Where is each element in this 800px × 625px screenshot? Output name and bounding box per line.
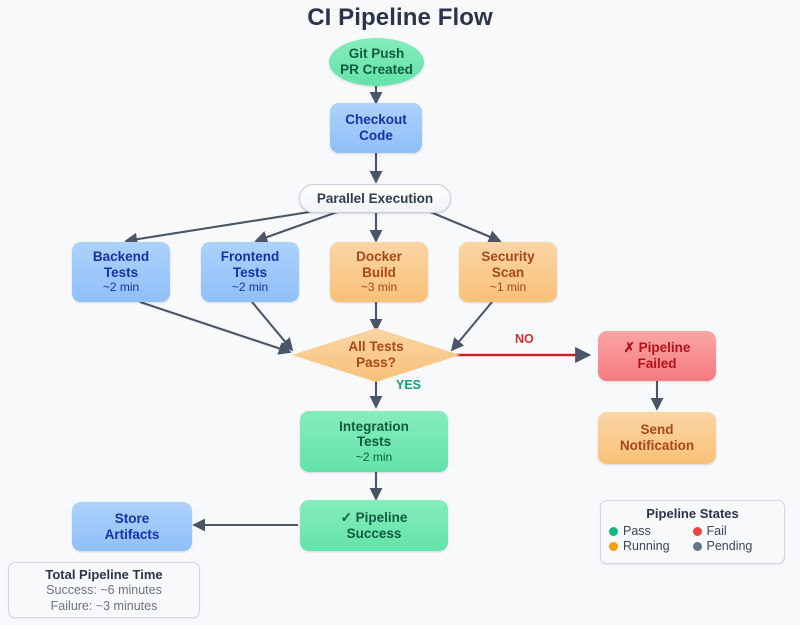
node-store-artifacts[interactable]: Store Artifacts [72,502,192,551]
node-duration: ~3 min [360,280,398,295]
node-label-line1: Docker [356,249,402,265]
node-checkout-code[interactable]: Checkout Code [330,103,422,153]
legend-label: Pass [623,524,651,538]
time-panel-title: Total Pipeline Time [45,567,163,582]
node-pipeline-success[interactable]: ✓ Pipeline Success [300,500,448,551]
edge-backend-to-decision [139,301,292,355]
total-pipeline-time-panel: Total Pipeline Time Success: ~6 minutes … [8,562,200,618]
time-panel-failure: Failure: ~3 minutes [50,598,158,613]
node-label-line2: Tests [103,264,139,280]
node-git-push[interactable]: Git Push PR Created [329,38,424,86]
node-label-line2: Artifacts [104,526,160,542]
node-label: Parallel Execution [316,190,434,206]
node-label-line2: Code [359,128,393,143]
node-label-line2: Tests [356,434,392,450]
legend-grid: Pass Fail Running Pending [601,524,784,553]
node-parallel-execution[interactable]: Parallel Execution [299,184,451,213]
node-send-notification[interactable]: Send Notification [598,412,716,464]
running-dot-icon [609,541,618,551]
node-all-tests-pass-decision[interactable]: All Tests Pass? [292,328,460,382]
node-label-line1: Git Push [348,46,405,62]
legend-title: Pipeline States [646,506,739,521]
legend-item-running: Running [609,539,693,553]
node-docker-build[interactable]: Docker Build ~3 min [330,242,428,302]
node-duration: ~2 min [355,449,393,464]
node-pipeline-failed[interactable]: ✗ Pipeline Failed [598,331,716,381]
node-backend-tests[interactable]: Backend Tests ~2 min [72,242,170,302]
node-label-line2: Tests [232,264,268,280]
node-label-line1: Integration [339,418,409,434]
node-label-line1: Send [640,422,674,438]
node-label-line1: All Tests [348,339,404,355]
node-label-line1: Frontend [220,249,280,265]
node-integration-tests[interactable]: Integration Tests ~2 min [300,411,448,472]
page-title: CI Pipeline Flow [307,4,493,31]
fail-dot-icon [692,526,702,536]
node-label-line2: PR Created [340,62,413,77]
edge-parallel-to-frontend [254,210,341,244]
node-label-line2: Success [346,525,402,541]
pass-dot-icon [609,526,618,536]
node-label-line2: Failed [637,356,677,371]
node-label-line2: Pass? [356,355,396,370]
edge-label-yes: YES [396,378,422,392]
pending-dot-icon [692,541,702,551]
edge-parallel-to-backend [124,208,323,246]
edge-parallel-to-security [427,210,502,243]
legend-item-fail: Fail [692,524,777,538]
node-security-scan[interactable]: Security Scan ~1 min [459,242,557,302]
node-duration: ~2 min [231,280,269,295]
node-frontend-tests[interactable]: Frontend Tests ~2 min [201,242,299,302]
legend-label: Running [623,539,670,553]
legend-label: Fail [706,524,727,538]
node-label-line1: Security [481,249,535,265]
node-label-line1: Store [114,510,150,526]
node-duration: ~1 min [489,280,527,295]
node-duration: ~2 min [102,280,140,295]
node-label-line2: Notification [619,438,695,453]
edge-label-no: NO [515,332,534,346]
legend-item-pass: Pass [609,524,693,538]
edge-frontend-to-decision [251,301,294,352]
node-label-line2: Build [362,264,396,280]
node-label-line1: ✓ Pipeline [340,509,408,525]
node-label-line1: Backend [92,249,150,265]
node-label-line1: ✗ Pipeline [623,340,691,356]
decision-label: All Tests Pass? [348,339,403,370]
legend-panel: Pipeline States Pass Fail Running Pendin… [600,500,785,564]
legend-label: Pending [706,539,753,553]
node-label-line2: Scan [491,264,525,280]
node-label-line1: Checkout [345,112,407,128]
time-panel-success: Success: ~6 minutes [46,583,162,598]
legend-item-pending: Pending [692,539,777,553]
